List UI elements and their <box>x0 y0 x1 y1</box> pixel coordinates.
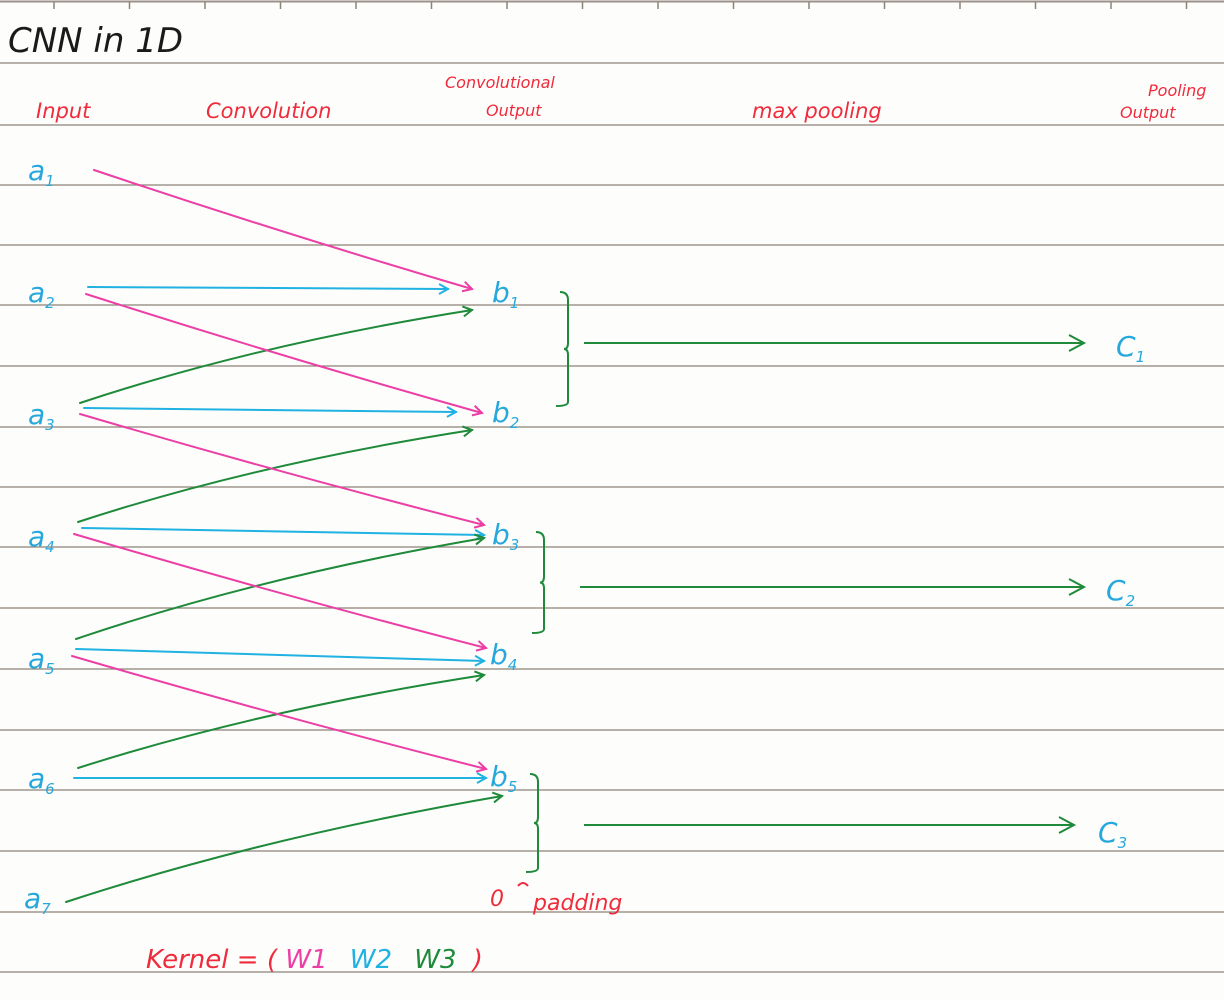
kernel-suffix: ) <box>471 945 483 975</box>
pool-brace-3 <box>525 773 539 873</box>
header-input: Input <box>36 99 91 123</box>
input-node-a1: a1 <box>28 154 55 190</box>
input-node-a7: a7 <box>24 882 51 918</box>
pool-brace-1 <box>555 291 569 407</box>
padding-caret-icon <box>517 882 529 887</box>
kernel-definition: Kernel = ( W1 W2 W3 ) <box>146 945 483 975</box>
conv-output-b4: b4 <box>490 638 517 674</box>
edge-a4-b4-w1 <box>73 533 486 648</box>
edge-a1-b1-w1 <box>93 169 472 289</box>
input-node-a4: a4 <box>28 520 55 556</box>
pool-brace-2 <box>531 531 545 634</box>
padding-label: padding <box>532 891 622 916</box>
header-convolution: Convolution <box>206 99 331 123</box>
edge-a2-b2-w1 <box>85 293 482 413</box>
kernel-w1: W1 <box>285 945 327 975</box>
header-max-pooling: max pooling <box>752 99 882 123</box>
kernel-w3: W3 <box>414 945 456 975</box>
convolution-edges <box>65 169 502 903</box>
header-pooling-output-line1: Pooling <box>1148 81 1206 100</box>
page-top-edge <box>0 0 1224 9</box>
pool-output-c1: C1 <box>1116 330 1145 366</box>
input-node-a3: a3 <box>28 398 55 434</box>
pool-output-c2: C2 <box>1106 574 1135 610</box>
ruled-lines <box>0 62 1224 973</box>
conv-output-b5: b5 <box>490 760 517 796</box>
padding-zero: 0 <box>490 887 504 912</box>
conv-output-nodes: b1 b2 b3 b4 b5 <box>490 276 519 796</box>
pooling-groups <box>525 291 1087 873</box>
conv-output-b3: b3 <box>492 518 519 554</box>
kernel-prefix: Kernel = ( <box>146 945 279 975</box>
pool-output-c3: C3 <box>1098 816 1127 852</box>
edge-a3-b1-w3 <box>79 310 472 404</box>
page-title: CNN in 1D <box>8 21 183 61</box>
input-node-a5: a5 <box>28 642 55 678</box>
padding-annotation: 0 padding <box>490 882 622 916</box>
conv-output-b1: b1 <box>492 276 519 312</box>
edge-a5-b4-w2 <box>75 648 484 661</box>
input-node-a2: a2 <box>28 276 55 312</box>
top-tick-marks <box>53 2 1188 9</box>
header-conv-output-line1: Convolutional <box>445 73 555 92</box>
edge-a2-b1-w2 <box>87 287 448 289</box>
edge-a4-b3-w2 <box>81 527 484 535</box>
kernel-w2: W2 <box>350 945 392 975</box>
pool-output-nodes: C1 C2 C3 <box>1098 330 1145 852</box>
edge-a6-b4-w3 <box>77 675 484 769</box>
edge-a3-b3-w1 <box>79 413 484 525</box>
edge-a4-b2-w3 <box>77 430 472 523</box>
input-nodes: a1 a2 a3 a4 a5 a6 a7 <box>24 154 55 918</box>
edge-a3-b2-w2 <box>83 408 456 412</box>
edge-a5-b3-w3 <box>75 538 484 640</box>
input-node-a6: a6 <box>28 762 55 798</box>
header-pooling-output-line2: Output <box>1120 103 1176 122</box>
conv-output-b2: b2 <box>492 396 519 432</box>
edge-a7-b5-w3 <box>65 796 502 903</box>
edge-a5-b5-w1 <box>71 655 486 769</box>
column-headers: Input Convolution Convolutional Output m… <box>36 73 1206 123</box>
header-conv-output-line2: Output <box>486 101 542 120</box>
svg-text:Kernel = ( W1 W2: Kernel = ( W1 W2 W3 ) <box>146 945 483 975</box>
